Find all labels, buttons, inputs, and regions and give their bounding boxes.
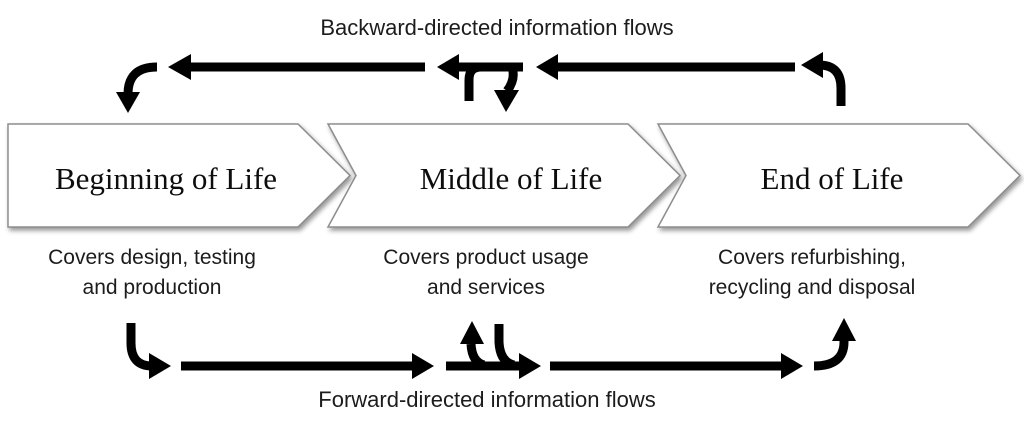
backward-junction-bar bbox=[457, 62, 523, 72]
forward-junction-right-arrowhead-icon bbox=[519, 353, 541, 379]
stage-title-middle-of-life: Middle of Life bbox=[419, 161, 603, 196]
stage-description-end-of-life: Covers refurbishing, recycling and dispo… bbox=[708, 246, 916, 299]
backward-down-arrowhead-icon bbox=[116, 92, 140, 113]
forward-junction-branch-into-middle bbox=[466, 343, 486, 370]
backward-flow-label: Backward-directed information flows bbox=[320, 15, 674, 40]
forward-curve-from-beginning-arrow bbox=[126, 323, 153, 371]
backward-curve-into-beginning-arrow bbox=[123, 62, 158, 95]
beginning-of-life-chevron bbox=[7, 123, 352, 228]
end-of-life-chevron bbox=[656, 123, 1022, 228]
backward-curve-arrowhead-icon bbox=[801, 52, 823, 78]
forward-junction-up-arrowhead-icon bbox=[460, 321, 484, 344]
backward-right-arrowhead-icon bbox=[536, 54, 558, 80]
forward-curve-arrowhead-icon bbox=[149, 353, 171, 379]
backward-flow-arrows bbox=[116, 52, 846, 113]
backward-curve-from-end-arrow bbox=[818, 60, 846, 106]
backward-junction-branch-into-middle bbox=[503, 65, 518, 94]
forward-flow-arrows bbox=[126, 318, 856, 379]
backward-junction-branch-from-middle bbox=[464, 62, 482, 101]
backward-junction-down-arrowhead-icon bbox=[494, 90, 519, 112]
forward-left-arrow-shaft bbox=[181, 361, 413, 371]
stage-description-beginning-of-life: Covers design, testing and production bbox=[48, 246, 256, 299]
forward-curve-into-end-arrow bbox=[813, 340, 849, 371]
stage-title-beginning-of-life: Beginning of Life bbox=[54, 161, 278, 196]
lifecycle-stage-shapes bbox=[7, 123, 1022, 228]
forward-junction-bar bbox=[446, 361, 523, 371]
middle-of-life-chevron bbox=[326, 123, 682, 228]
forward-right-arrow-shaft bbox=[550, 361, 782, 371]
forward-left-arrowhead-icon bbox=[412, 353, 434, 379]
forward-junction-branch-from-middle bbox=[494, 324, 516, 370]
backward-junction-left-arrowhead-icon bbox=[437, 54, 459, 80]
forward-up-arrowhead-icon bbox=[832, 318, 856, 341]
forward-flow-label: Forward-directed information flows bbox=[318, 387, 656, 412]
backward-left-arrow-shaft bbox=[190, 62, 425, 72]
backward-left-arrowhead-icon bbox=[168, 54, 191, 80]
backward-right-arrow-shaft bbox=[557, 62, 795, 72]
stage-title-end-of-life: End of Life bbox=[760, 161, 904, 196]
stage-description-middle-of-life: Covers product usage and services bbox=[383, 246, 589, 299]
forward-right-arrowhead-icon bbox=[781, 353, 803, 379]
